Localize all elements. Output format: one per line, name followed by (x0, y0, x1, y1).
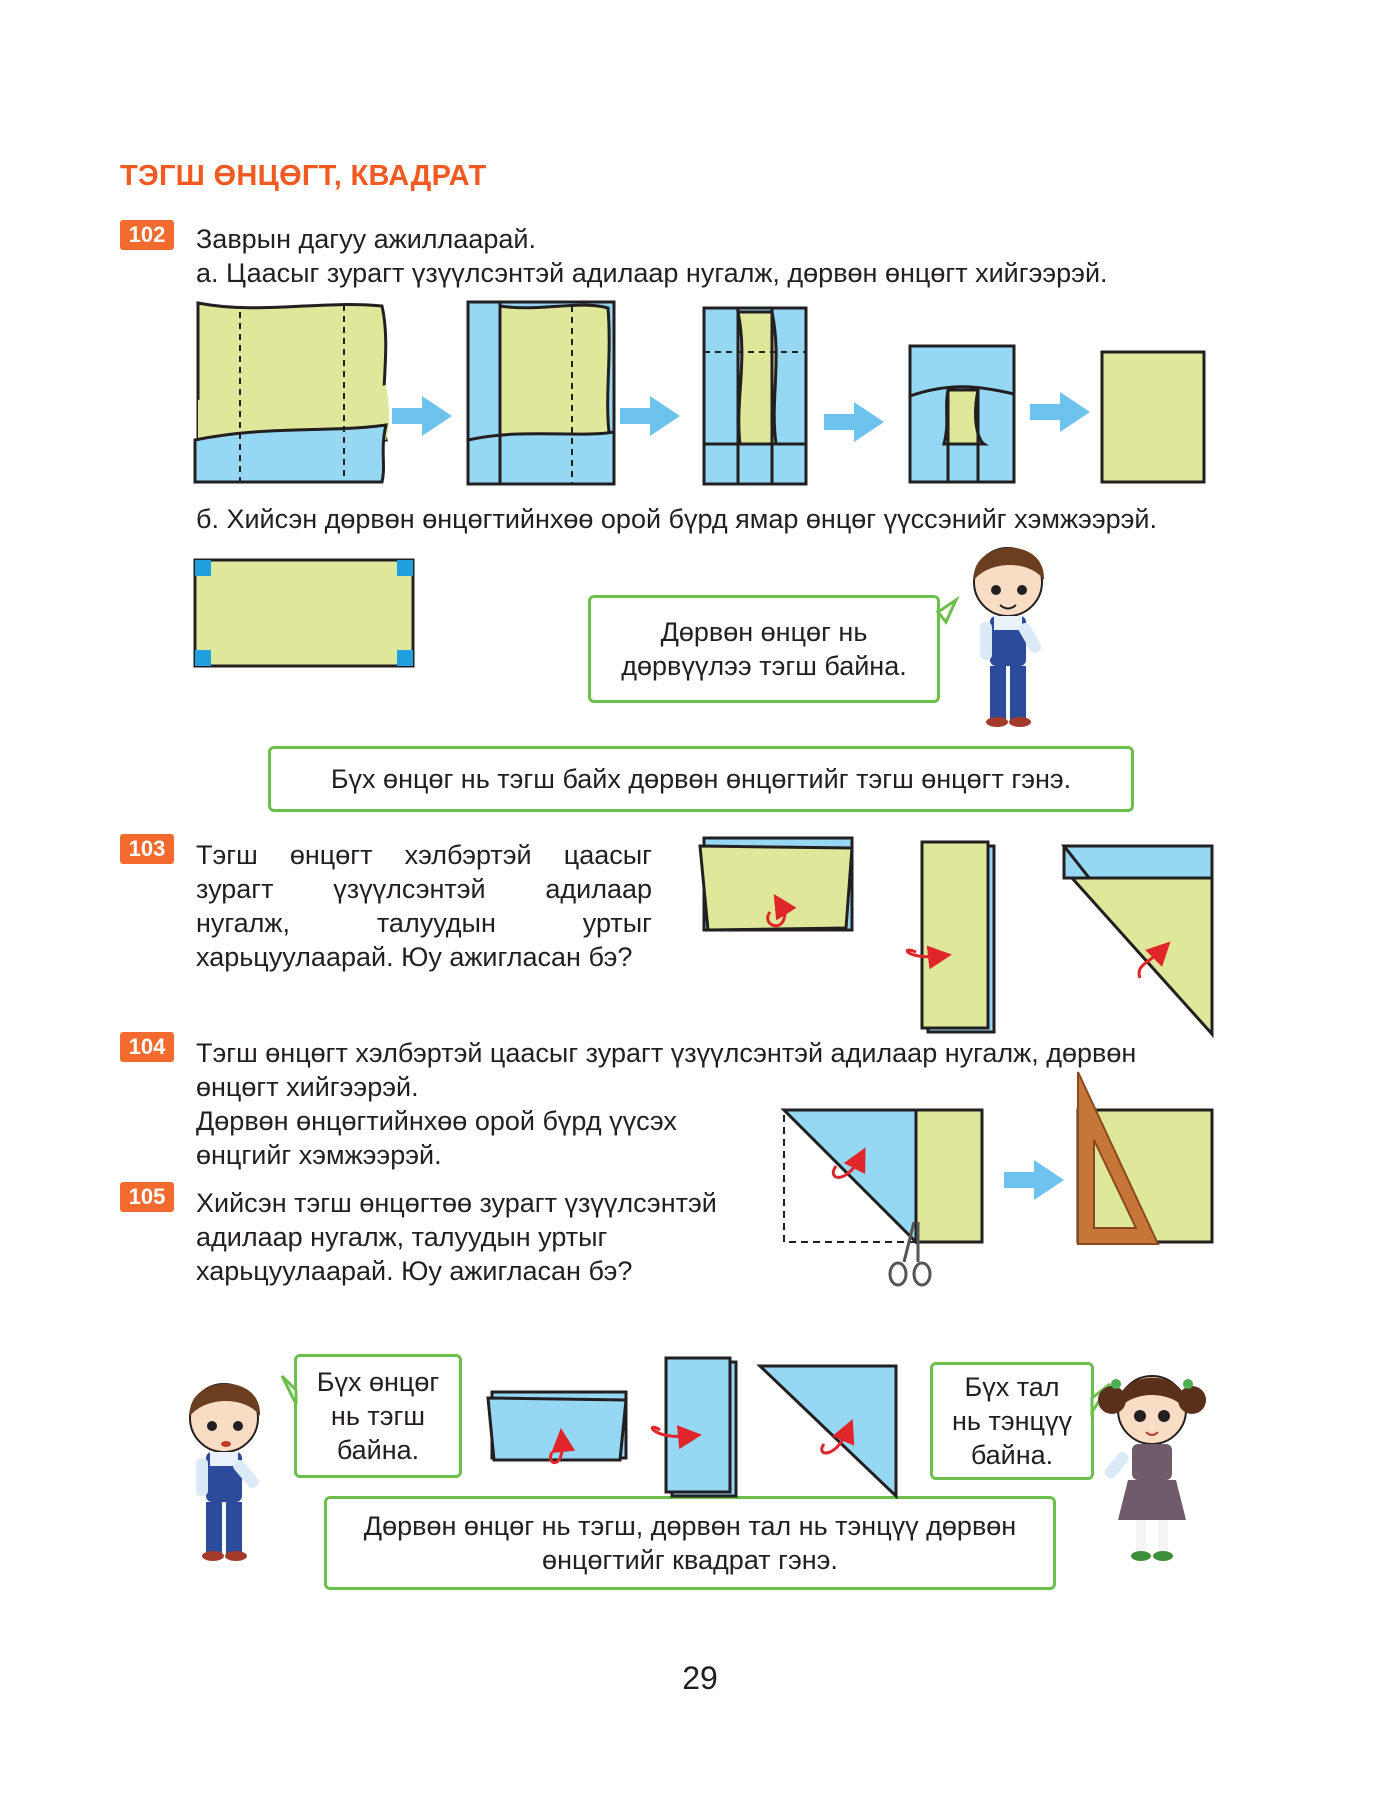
fold-square-c (756, 1364, 898, 1500)
fold-arrow-icon (1137, 941, 1171, 979)
girl-figure (1098, 1375, 1206, 1561)
boy-speech-bubble: Дөрвөн өнцөг нь дөрвүүлээ тэгш байна. (588, 595, 940, 703)
fold-arrow-icon (766, 893, 797, 928)
fold-step-4 (908, 344, 1016, 484)
bottom-girl-line-3: байна. (970, 1440, 1054, 1470)
arrow-right-icon (1030, 392, 1090, 432)
fold-step-1 (193, 301, 390, 484)
fold-square-a (486, 1390, 628, 1465)
fold-square-b (650, 1356, 738, 1498)
set-square-icon (1077, 1071, 1160, 1245)
boy-figure (973, 547, 1045, 727)
square-definition-line-2: өнцөгтийг квадрат гэнэ. (542, 1545, 838, 1575)
boy-figure (189, 1383, 261, 1561)
page-title: ТЭГШ ӨНЦӨГТ, КВАДРАТ (120, 160, 487, 192)
ex103-line-3: нугалж, талуудын уртыг (196, 908, 652, 938)
ex102-part-a: а. Цаасыг зурагт үзүүлсэнтэй адилаар нуг… (196, 258, 1108, 288)
exercise-number-102: 102 (120, 220, 174, 250)
fold-arrow-icon (549, 1428, 576, 1465)
fold-arrow-icon (831, 1147, 866, 1179)
ex102-instruction: Заврын дагуу ажиллаарай. (196, 224, 536, 254)
exercise-number-103: 103 (120, 834, 174, 864)
bottom-girl-speech-bubble: Бүх тал нь тэнцүү байна. (930, 1362, 1094, 1480)
fold-arrow-icon (650, 1425, 702, 1450)
fold-103-c (1060, 844, 1214, 1039)
scissors-icon (888, 1221, 932, 1287)
boy-speech-line-2: дөрвүүлээ тэгш байна. (621, 651, 907, 681)
bottom-girl-line-1: Бүх тал (964, 1372, 1060, 1402)
fold-arrow-icon (905, 945, 952, 970)
ex103-line-2: зурагт үзүүлсэнтэй адилаар (196, 874, 652, 904)
fold-step-5-rectangle (1100, 350, 1206, 484)
measured-rectangle (193, 558, 415, 668)
fold-103-a (698, 836, 854, 932)
arrow-right-icon (824, 402, 884, 442)
fold-104-a (780, 1108, 984, 1246)
bottom-boy-speech-bubble: Бүх өнцөг нь тэгш байна. (294, 1354, 462, 1478)
ex104-line-1: Тэгш өнцөгт хэлбэртэй цаасыг зурагт үзүү… (196, 1038, 1137, 1068)
ex104-line-2: өнцөгт хийгээрэй. (196, 1072, 419, 1102)
ex104-line-3: Дөрвөн өнцөгтийнхөө орой бүрд үүсэх (196, 1106, 677, 1136)
square-with-set-square (1076, 1071, 1214, 1245)
bottom-boy-line-3: байна. (336, 1435, 420, 1465)
bottom-boy-line-1: Бүх өнцөг (316, 1367, 440, 1397)
boy-speech-line-1: Дөрвөн өнцөг нь (660, 617, 868, 647)
ex105-line-2: адилаар нугалж, талуудын уртыг (196, 1222, 608, 1252)
page-number: 29 (682, 1660, 718, 1696)
fold-step-2 (466, 300, 616, 486)
square-definition-line-1: Дөрвөн өнцөг нь тэгш, дөрвөн тал нь тэнц… (363, 1511, 1017, 1541)
rectangle-definition-box: Бүх өнцөг нь тэгш байх дөрвөн өнцөгтийг … (268, 746, 1134, 812)
fold-step-3 (702, 306, 808, 486)
bottom-girl-line-2: нь тэнцүү (952, 1406, 1072, 1436)
arrow-right-icon (1004, 1160, 1064, 1200)
ex102-part-b: б. Хийсэн дөрвөн өнцөгтийнхөө орой бүрд … (196, 504, 1157, 534)
ex103-line-1: Тэгш өнцөгт хэлбэртэй цаасыг (196, 840, 652, 870)
ex103-line-4: харьцуулаарай. Юу ажигласан бэ? (196, 942, 633, 972)
arrow-right-icon (392, 396, 452, 436)
rectangle-definition: Бүх өнцөг нь тэгш байх дөрвөн өнцөгтийг … (330, 764, 1072, 794)
square-definition-box: Дөрвөн өнцөг нь тэгш, дөрвөн тал нь тэнц… (324, 1496, 1056, 1590)
fold-103-b (905, 840, 996, 1034)
fold-arrow-icon (820, 1418, 855, 1455)
bottom-boy-line-2: нь тэгш (330, 1401, 426, 1431)
exercise-number-104: 104 (120, 1032, 174, 1062)
ex105-line-1: Хийсэн тэгш өнцөгтөө зурагт үзүүлсэнтэй (196, 1188, 717, 1218)
arrow-right-icon (620, 396, 680, 436)
ex105-line-3: харьцуулаарай. Юу ажигласан бэ? (196, 1256, 633, 1286)
exercise-number-105: 105 (120, 1182, 174, 1212)
ex104-line-4: өнцгийг хэмжээрэй. (196, 1140, 442, 1170)
